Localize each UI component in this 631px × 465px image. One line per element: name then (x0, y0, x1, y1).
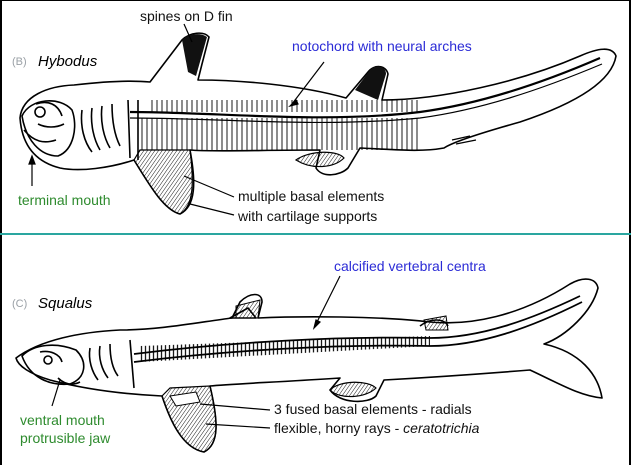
label-radials: 3 fused basal elements - radials (274, 401, 472, 418)
label-rays-term: ceratotrichia (403, 420, 479, 436)
label-ceratotrichia: flexible, horny rays - ceratotrichia (274, 420, 479, 437)
label-ventral-mouth: ventral mouth (20, 412, 105, 429)
panel-b-letter: (B) (12, 56, 27, 68)
label-vertebral-centra: calcified vertebral centra (334, 258, 486, 275)
label-terminal-mouth: terminal mouth (18, 192, 111, 209)
panel-b-species: Hybodus (38, 53, 97, 70)
label-protrusible-jaw: protrusible jaw (20, 430, 110, 447)
label-notochord: notochord with neural arches (292, 38, 472, 55)
panel-c-letter: (C) (12, 298, 27, 310)
label-rays-prefix: flexible, horny rays - (274, 420, 403, 436)
panel-c-species: Squalus (38, 295, 92, 312)
label-cartilage-supports: with cartilage supports (238, 208, 377, 225)
label-basal-elements: multiple basal elements (238, 188, 384, 205)
label-spines-d-fin: spines on D fin (140, 8, 233, 25)
